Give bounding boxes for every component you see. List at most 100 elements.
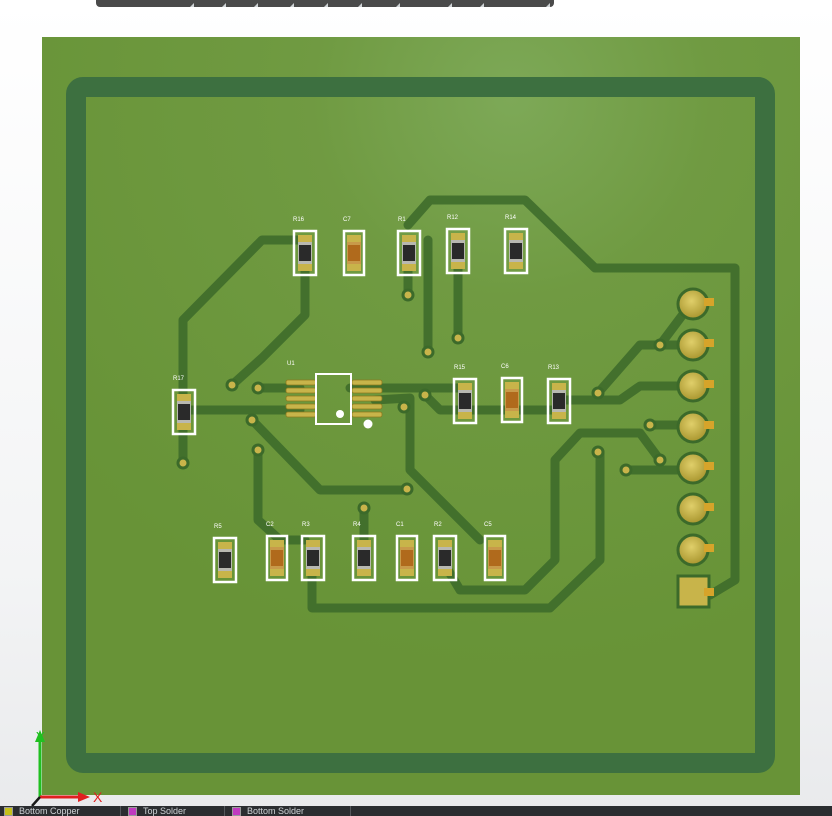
via [400,482,414,496]
layer-swatch-icon [4,806,13,816]
component-label: C6 [501,364,509,370]
component-r15[interactable]: R15 [452,365,478,425]
component-r3[interactable]: R3 [300,522,326,582]
capacitor-body [489,550,501,566]
smd-pad [402,235,416,242]
header-pin-1[interactable] [676,287,710,321]
smd-pad [347,264,361,271]
silkscreen-outline [483,534,507,582]
layer-tab-label: Top Solder [143,806,187,816]
silkscreen-outline [342,229,366,277]
layer-tab-bottom-solder[interactable]: Bottom Solder [228,806,351,816]
component-c2[interactable]: C2 [265,522,289,582]
silkscreen-outline [212,536,238,584]
component-r14[interactable]: R14 [503,215,529,275]
silkscreen-outline [395,534,419,582]
component-r13[interactable]: R13 [546,365,572,425]
smd-pad [298,264,312,271]
component-c1[interactable]: C1 [395,522,419,582]
smd-pad [451,233,465,240]
component-r4[interactable]: R4 [351,522,377,582]
component-c6[interactable]: C6 [500,364,524,424]
silkscreen-outline [546,377,572,425]
via [591,386,605,400]
smd-pad [438,569,452,576]
y-axis-label: Y [36,729,45,744]
smd-pad [402,264,416,271]
component-r17[interactable]: R17 [171,376,197,436]
component-r2[interactable]: R2 [432,522,458,582]
smd-pad [218,571,232,578]
header-lead [704,462,714,470]
component-label: R14 [505,215,517,221]
header-pin-7[interactable] [676,533,710,567]
header-pin-5[interactable] [676,451,710,485]
top-toolbar[interactable] [96,0,554,7]
layer-tab-label: Bottom Copper [19,806,80,816]
component-label: R3 [302,522,310,528]
layer-tab-bar[interactable]: Bottom Copper Top Solder Bottom Solder [0,806,832,816]
via [619,463,633,477]
resistor-body [178,404,190,420]
smd-pad [509,262,523,269]
ic-u1-label: U1 [287,361,295,367]
capacitor-body [271,550,283,566]
header-pin-6[interactable] [676,492,710,526]
resistor-body [510,243,522,259]
component-c7[interactable]: C7 [342,217,366,277]
via [225,378,239,392]
x-axis-label: X [93,789,103,805]
header-pin-4[interactable] [676,410,710,444]
header-pin-2[interactable] [676,328,710,362]
component-c5[interactable]: C5 [483,522,507,582]
component-label: C2 [266,522,274,528]
smd-pad [451,262,465,269]
via [643,418,657,432]
layer-tab-bottom-copper[interactable]: Bottom Copper [0,806,121,816]
component-r1[interactable]: R1 [396,217,422,277]
toolbar-notch [480,3,484,7]
header-connector[interactable] [676,287,714,609]
resistor-body [358,550,370,566]
resistor-body [459,393,471,409]
component-r5[interactable]: R5 [212,524,238,584]
via [251,381,265,395]
header-lead [704,588,714,596]
silkscreen-outline [500,376,524,424]
silkscreen-outline [452,377,478,425]
smd-pad [400,540,414,547]
z-axis-line [31,796,41,806]
smd-pad [270,540,284,547]
silkscreen-outline [292,229,318,277]
toolbar-notch [448,3,452,7]
smd-pad [505,411,519,418]
smd-pad [400,569,414,576]
silkscreen-outline [300,534,326,582]
smd-pad [552,383,566,390]
ic-u1-pin1-marker [336,410,344,418]
component-r16[interactable]: R16 [292,217,318,277]
smd-pad [505,382,519,389]
component-r12[interactable]: R12 [445,215,471,275]
component-label: C5 [484,522,492,528]
header-lead [704,421,714,429]
toolbar-notch [254,3,258,7]
smd-pad [357,569,371,576]
via-group [176,288,667,515]
silkscreen-outline [503,227,529,275]
header-lead [704,544,714,552]
axis-gizmo: Y X [31,729,103,806]
layer-tab-top-solder[interactable]: Top Solder [124,806,225,816]
header-lead [704,298,714,306]
ic-u1[interactable]: U1 [285,361,383,429]
header-pin-8-square[interactable] [676,574,711,609]
resistor-body [553,393,565,409]
pcb-lighting [42,37,800,795]
smd-pad [488,540,502,547]
toolbar-notch [290,3,294,7]
component-label: R1 [398,217,406,223]
silkscreen-outline [265,534,289,582]
header-pin-3[interactable] [676,369,710,403]
resistor-body [299,245,311,261]
